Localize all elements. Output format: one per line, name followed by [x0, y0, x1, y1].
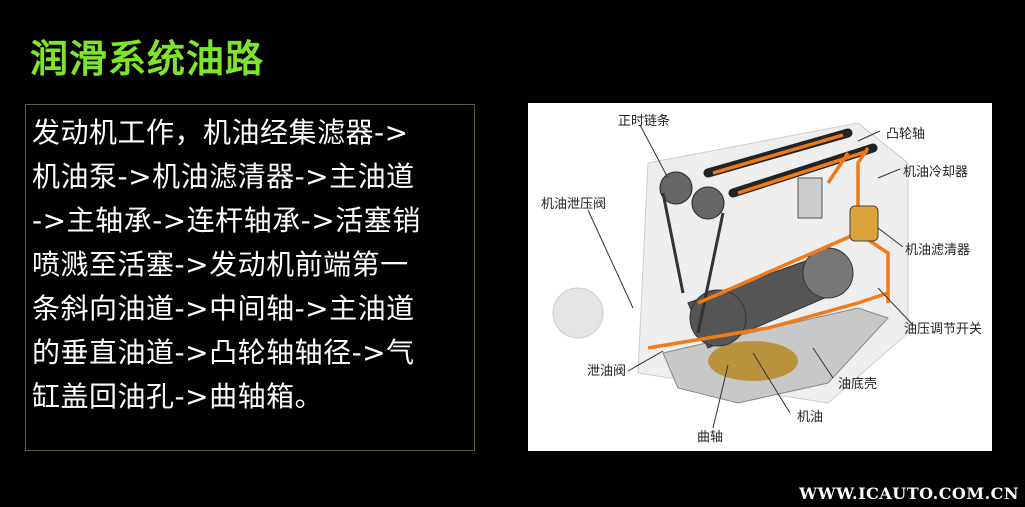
- label-oil-filter: 机油滤清器: [905, 243, 971, 258]
- oil-path-description: 发动机工作，机油经集滤器-> 机油泵->机油滤清器->主油道 ->主轴承->连杆…: [25, 104, 475, 451]
- label-pressure-switch: 油压调节开关: [904, 322, 983, 337]
- oil-path: [647, 133, 890, 350]
- watermark: WWW.ICAUTO.COM.CN: [799, 484, 1019, 503]
- label-relief-valve: 机油泄压阀: [541, 197, 607, 212]
- label-crankshaft: 曲轴: [697, 430, 724, 445]
- description-line: 机油泵->机油滤清器->主油道: [32, 160, 415, 193]
- oil-pool: [708, 341, 798, 381]
- label-oil-cooler: 机油冷却器: [903, 165, 969, 180]
- description-line: 发动机工作，机油经集滤器->: [32, 116, 409, 149]
- label-drain-valve: 泄油阀: [587, 364, 627, 379]
- label-oil: 机油: [797, 410, 824, 425]
- description-line: 缸盖回油孔->曲轴箱。: [32, 380, 324, 413]
- label-oil-pan: 油底壳: [838, 377, 878, 392]
- label-camshaft: 凸轮轴: [886, 127, 926, 142]
- engine-illustration: [552, 122, 914, 429]
- description-line: 的垂直油道->凸轮轴轴径->气: [32, 336, 415, 369]
- timing-chain: [661, 192, 725, 334]
- piston: [797, 177, 823, 219]
- description-line: 喷溅至活塞->发动机前端第一: [32, 248, 409, 281]
- oil-filter: [849, 205, 879, 242]
- label-timing-chain: 正时链条: [618, 114, 671, 129]
- timing-gears: [659, 171, 725, 220]
- description-line: ->主轴承->连杆轴承->活塞销: [32, 204, 421, 237]
- page-title: 润滑系统油路: [30, 37, 265, 81]
- description-line: 条斜向油道->中间轴->主油道: [32, 292, 415, 325]
- engine-lubrication-diagram: 正时链条 凸轮轴 机油冷却器 机油泄压阀 机油滤清器 油压调节开关 泄油阀 油底…: [528, 103, 992, 451]
